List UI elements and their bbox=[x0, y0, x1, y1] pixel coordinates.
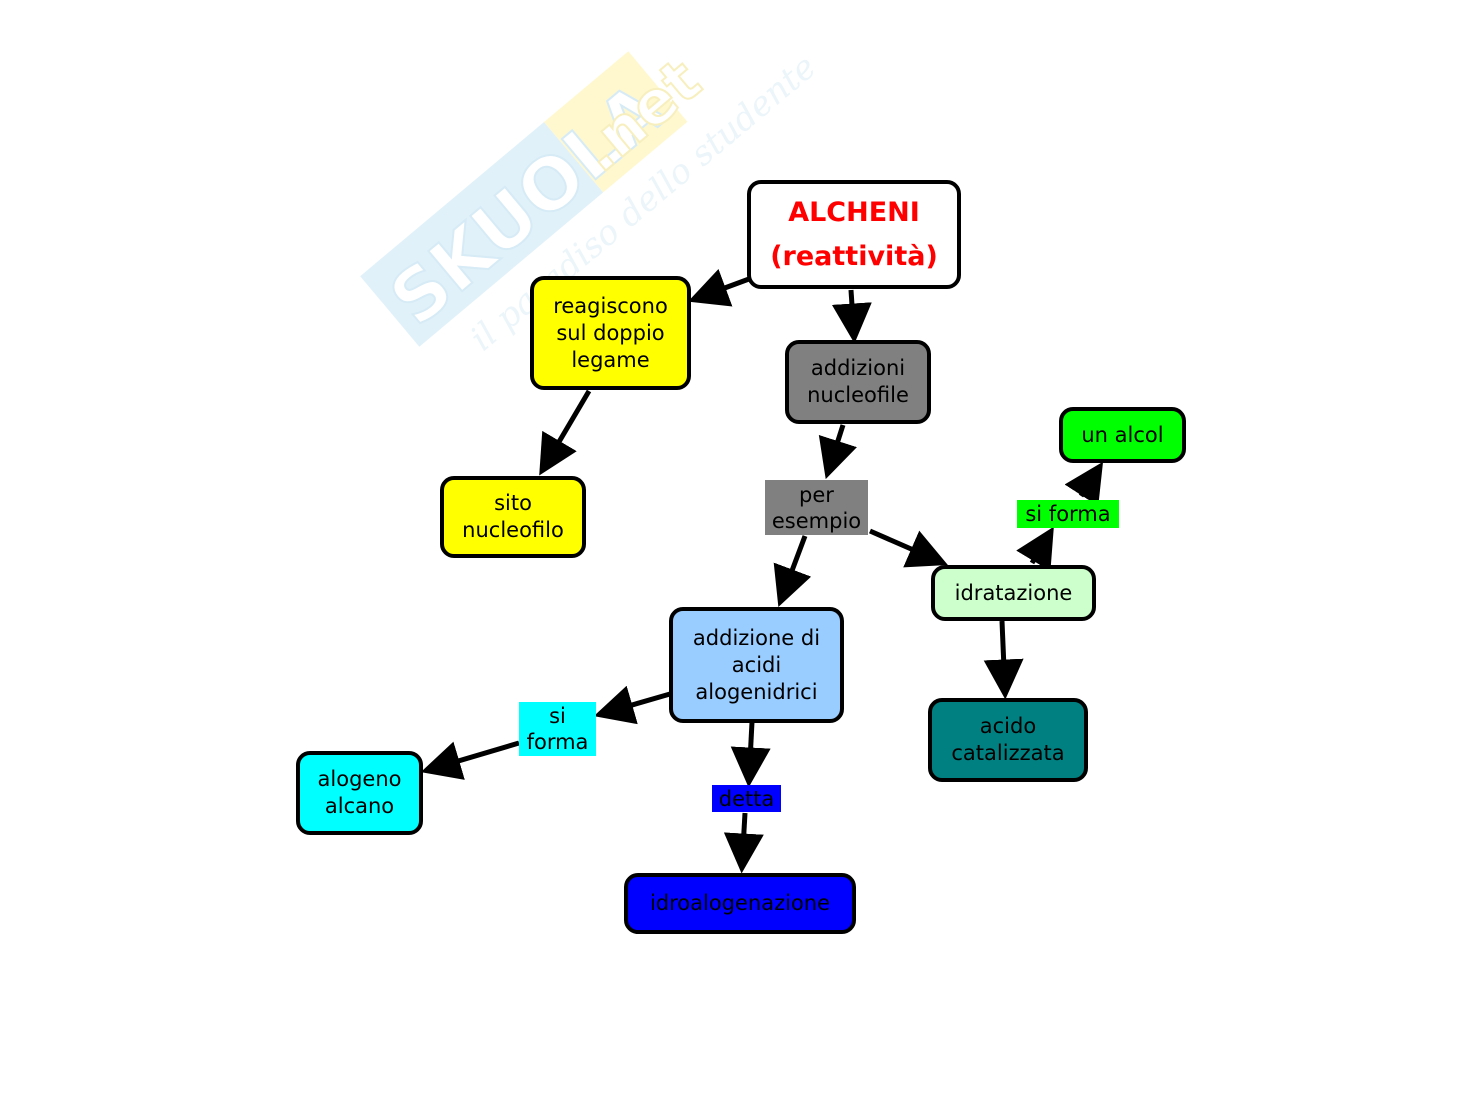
label-si-forma-top: si forma bbox=[1017, 500, 1119, 528]
watermark-bg-yellow bbox=[544, 51, 688, 193]
label-si-forma-left: si forma bbox=[519, 702, 596, 756]
node-addizione-acidi: addizione di acidi alogenidrici bbox=[669, 607, 844, 723]
node-acido-catalizzata: acido catalizzata bbox=[928, 698, 1088, 782]
root-subtitle: (reattività) bbox=[770, 240, 938, 272]
label-detta: detta bbox=[712, 785, 781, 812]
node-addizione-text: addizione di acidi alogenidrici bbox=[692, 625, 821, 704]
label-detta-text: detta bbox=[718, 786, 775, 811]
arrow-reagiscono-sito bbox=[539, 389, 592, 476]
node-idratazione-text: idratazione bbox=[954, 580, 1073, 605]
node-reagiscono-text: reagiscono sul doppio legame bbox=[553, 293, 668, 372]
node-acido-text: acido catalizzata bbox=[951, 714, 1065, 765]
node-addizioni-nucleofile: addizioni nucleofile bbox=[785, 340, 931, 424]
node-sito-text: sito nucleofilo bbox=[462, 491, 564, 542]
arrow-detta-idroalogenazione bbox=[723, 812, 764, 874]
node-sito-nucleofilo: sito nucleofilo bbox=[440, 476, 586, 558]
node-reagiscono: reagiscono sul doppio legame bbox=[530, 276, 691, 390]
arrow-idratazione-siforma bbox=[1016, 526, 1054, 572]
arrow-siforma-alogeno bbox=[420, 740, 520, 780]
node-idroalogenazione: idroalogenazione bbox=[624, 873, 856, 934]
node-idroalogenazione-text: idroalogenazione bbox=[649, 891, 831, 915]
node-idratazione: idratazione bbox=[931, 565, 1096, 621]
node-addizioni-text: addizioni nucleofile bbox=[807, 356, 909, 407]
label-si-forma-top-text: si forma bbox=[1025, 502, 1111, 526]
arrow-peresempio-idratazione bbox=[868, 528, 948, 568]
arrow-root-reagiscono bbox=[687, 268, 750, 307]
node-un-alcol: un alcol bbox=[1059, 407, 1186, 463]
label-per-esempio-text: per esempio bbox=[771, 482, 862, 533]
root-node-alcheni: ALCHENI (reattività) bbox=[747, 180, 961, 289]
root-title: ALCHENI bbox=[788, 196, 920, 228]
arrow-siforma-alcol bbox=[1064, 461, 1104, 507]
node-alogeno-text: alogeno alcano bbox=[317, 767, 402, 818]
arrow-addizioni-peresempio bbox=[818, 424, 857, 480]
arrow-root-addizioni bbox=[831, 289, 872, 344]
node-alogeno-alcano: alogeno alcano bbox=[296, 751, 423, 835]
arrow-peresempio-addizione bbox=[773, 535, 812, 608]
arrow-idratazione-acido bbox=[983, 620, 1024, 700]
label-per-esempio: per esempio bbox=[765, 480, 868, 535]
node-un-alcol-text: un alcol bbox=[1081, 422, 1164, 447]
arrow-addizione-detta bbox=[730, 721, 771, 788]
arrow-addizione-siforma bbox=[593, 685, 671, 725]
watermark-bg-blue bbox=[360, 121, 604, 347]
label-si-forma-left-text: si forma bbox=[526, 704, 589, 754]
